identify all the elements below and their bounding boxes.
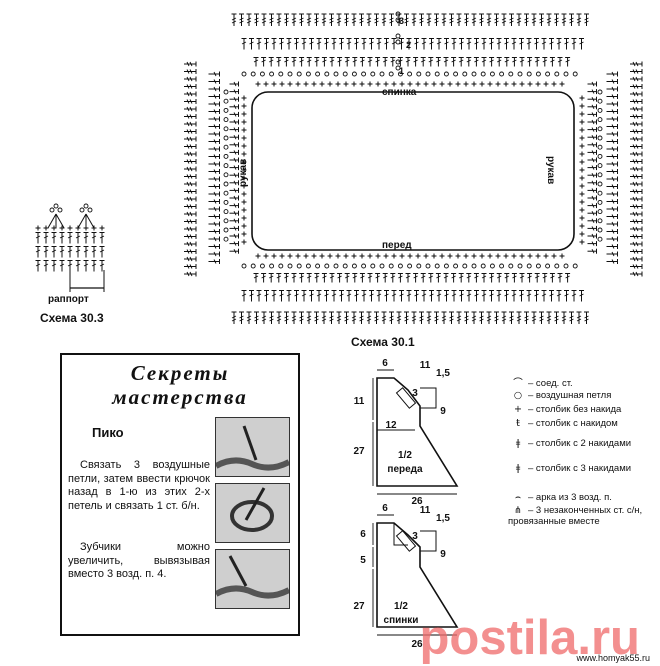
back-dim-top-right-b: 1,5: [436, 513, 450, 524]
legend-item: ǂ – столбик с 2 накидами: [508, 438, 631, 449]
back-dim-side-step: 5: [360, 555, 366, 566]
back-dim-side-top: 6: [360, 529, 366, 540]
front-dim-side-top: 11: [354, 396, 365, 407]
front-dim-top-right-a: 11: [420, 360, 431, 371]
row-number-1: 1: [399, 66, 404, 76]
back-label-fraction: 1/2: [394, 601, 408, 612]
front-label-name: переда: [387, 464, 423, 475]
secrets-subtitle: Пико: [92, 425, 124, 440]
back-dim-side-main: 27: [353, 601, 365, 612]
back-dim-diag: 3: [412, 531, 418, 542]
label-sleeve-left: рукав: [238, 159, 249, 187]
cluster-icon: ⋔: [514, 505, 522, 516]
repeat-label: раппорт: [48, 294, 89, 305]
front-dim-top-small: 6: [382, 358, 388, 369]
secrets-box: Секреты мастерства Пико Связать 3 воздуш…: [60, 353, 300, 636]
front-dim-inner: 12: [385, 420, 397, 431]
back-dim-side-right: 9: [440, 549, 446, 560]
photo-step-1: [215, 417, 290, 477]
secrets-paragraph-2: Зубчики можно увеличить, вывязывая вмест…: [68, 541, 210, 580]
legend-text: – соед. ст.: [528, 378, 573, 389]
legend-item: + – столбик без накида: [508, 404, 621, 415]
legend-text: – арка из 3 возд. п.: [528, 492, 612, 503]
schema-30-1-title: Схема 30.1: [351, 335, 415, 349]
legend-item: ⌢ – арка из 3 возд. п.: [508, 492, 612, 503]
front-label-fraction: 1/2: [398, 450, 412, 461]
secrets-paragraph-1: Связать 3 воздушные петли, затем ввести …: [68, 459, 210, 512]
front-dim-diag: 3: [412, 388, 418, 399]
single-crochet-icon: +: [514, 404, 522, 415]
back-dim-top-right-a: 11: [420, 505, 431, 516]
legend-item: ○ – воздушная петля: [508, 390, 612, 401]
arch-icon: ⌢: [514, 492, 522, 503]
schema-30-1-chart: [184, 11, 643, 324]
front-dim-side-right: 9: [440, 406, 446, 417]
legend-text: – столбик с 2 накидами: [528, 438, 632, 449]
legend-item: ⋔– 3 незаконченных ст. с/н, провязанные …: [508, 505, 642, 527]
legend-item: ⌒ – соед. ст.: [508, 375, 573, 389]
label-front: перед: [382, 240, 412, 251]
watermark-url: www.homyak55.ru: [576, 653, 650, 663]
schema-30-3-chart: [35, 203, 105, 292]
legend-text: – столбик с 3 накидами: [528, 463, 632, 474]
label-sleeve-right: рукав: [545, 156, 556, 184]
row-number-3: 3: [399, 16, 404, 26]
secrets-title-2: мастерства: [112, 385, 248, 409]
double-crochet-icon: ŧ: [516, 418, 520, 429]
front-dim-side-main: 27: [353, 446, 365, 457]
legend-text: – столбик без накида: [528, 404, 622, 415]
legend-item: ŧ – столбик с накидом: [508, 418, 618, 429]
schema-30-3-title: Схема 30.3: [40, 311, 104, 325]
photo-step-3: [215, 549, 290, 609]
legend-text: – 3 незаконченных ст. с/н, провязанные в…: [508, 505, 643, 527]
photo-step-2: [215, 483, 290, 543]
back-dim-bottom: 26: [411, 639, 423, 650]
front-dim-top-right-b: 1,5: [436, 368, 450, 379]
label-back: спинка: [382, 87, 417, 98]
triple-treble-icon: ǂ: [515, 463, 521, 474]
front-dim-bottom: 26: [411, 496, 423, 507]
watermark: postila.ru: [419, 611, 640, 665]
legend-item: ǂ – столбик с 3 накидами: [508, 463, 631, 474]
slip-stitch-icon: ⌒: [513, 378, 523, 389]
garment-patterns: 6 11 1,5 11 3 9 12 27 26 1/2 переда 6 11 1,5 6 5 3 9 27 26 1…: [353, 358, 459, 650]
legend-text: – воздушная петля: [528, 390, 612, 401]
secrets-title-1: Секреты: [130, 361, 230, 385]
treble-crochet-icon: ǂ: [515, 438, 521, 449]
legend-text: – столбик с накидом: [528, 418, 618, 429]
back-label-name: спинки: [384, 615, 419, 626]
chain-stitch-icon: ○: [513, 390, 523, 401]
row-number-2: 2: [406, 40, 411, 50]
back-dim-top-small: 6: [382, 503, 388, 514]
